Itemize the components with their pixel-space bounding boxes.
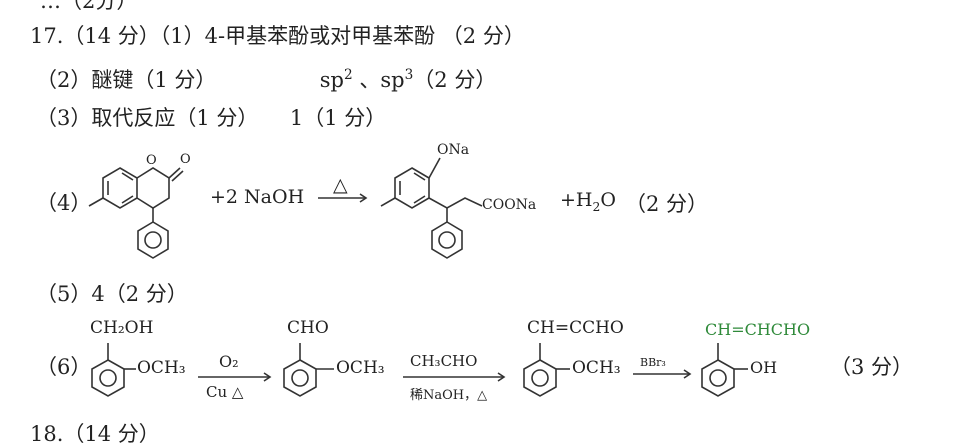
q17-part3: （3）取代反应（1 分） 1（1 分） (36, 106, 387, 130)
part4-label: （4） (36, 191, 92, 215)
part4-score: （2 分） (625, 192, 709, 216)
part4-arrow-head (359, 193, 368, 203)
part2-sp3-exp: 3 (404, 67, 414, 83)
arrow1-reagent: O₂ (219, 352, 239, 371)
arrow1-condition: Cu △ (206, 383, 244, 401)
c2-benzene-ring (283, 359, 317, 397)
c4-ch-chcho: CH=CHCHO (705, 320, 811, 339)
c4-oh: OH (750, 358, 778, 377)
reactant-carbonyl-bond (168, 167, 181, 179)
reactant-lactone-ring (136, 167, 170, 209)
part6-score: （3 分） (830, 355, 914, 379)
c2-och3: OCH₃ (336, 358, 385, 378)
q17-heading: 17.（14 分）（1）4-甲基苯酚或对甲基苯酚 （2 分） (30, 24, 525, 48)
product-chain (428, 197, 483, 209)
part2-ether-bond: （2）醚键（1 分） (36, 68, 217, 92)
product-benzene-ring (394, 167, 430, 209)
part2-sp: sp (319, 68, 345, 92)
product-phenyl-ring (431, 221, 463, 259)
product-ona: ONa (437, 142, 470, 158)
reactant-benzene-ring (102, 167, 138, 209)
part2-sep: 、sp (352, 68, 405, 92)
part4-heat-condition: △ (333, 174, 348, 196)
previous-line-cut: …（2分） (40, 0, 138, 13)
c3-och3: OCH₃ (572, 358, 621, 378)
c1-och3: OCH₃ (137, 358, 186, 378)
product-water: +H2O (560, 189, 616, 214)
c1-ch2oh: CH₂OH (90, 318, 154, 338)
next-question-cut: 18.（14 分） (30, 422, 160, 446)
q17-part2: （2）醚键（1 分） sp2 、sp3（2 分） (36, 64, 496, 94)
reactant-phenyl-ring (137, 221, 169, 259)
arrow2-condition: 稀NaOH，△ (410, 388, 488, 403)
part2-sp2-exp: 2 (344, 67, 353, 83)
part6-label: （6） (36, 355, 92, 379)
reactant-methyl-bond (88, 197, 104, 207)
q17-part5: （5）4（2 分） (36, 282, 188, 306)
part2-score: （2 分） (413, 68, 497, 92)
product-ona-bond (428, 157, 441, 179)
c2-cho: CHO (287, 318, 329, 338)
product-coona: COONa (482, 197, 537, 213)
part4-reagent: +2 NaOH (210, 186, 305, 208)
reactant-ring-oxygen: O (146, 153, 157, 168)
arrow3-reagent: BBr₃ (640, 356, 666, 369)
arrow2-reagent: CH₃CHO (410, 352, 478, 370)
reactant-carbonyl-oxygen: O (180, 152, 191, 167)
c3-benzene-ring (523, 359, 557, 397)
c4-benzene-ring (701, 359, 735, 397)
structures-drawing (88, 157, 748, 397)
c1-benzene-ring (91, 359, 125, 397)
c3-ch-ccho: CH=CCHO (527, 318, 624, 338)
product-methyl-bond (380, 197, 396, 207)
